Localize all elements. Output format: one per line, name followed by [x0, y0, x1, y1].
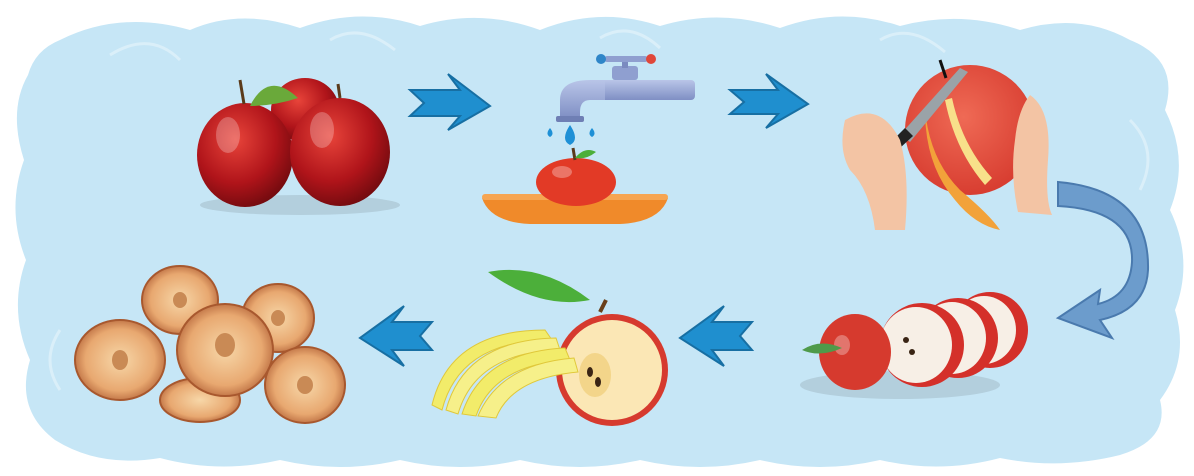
apple-drying-process-diagram: [0, 0, 1194, 476]
diagram-canvas: [0, 0, 1194, 476]
